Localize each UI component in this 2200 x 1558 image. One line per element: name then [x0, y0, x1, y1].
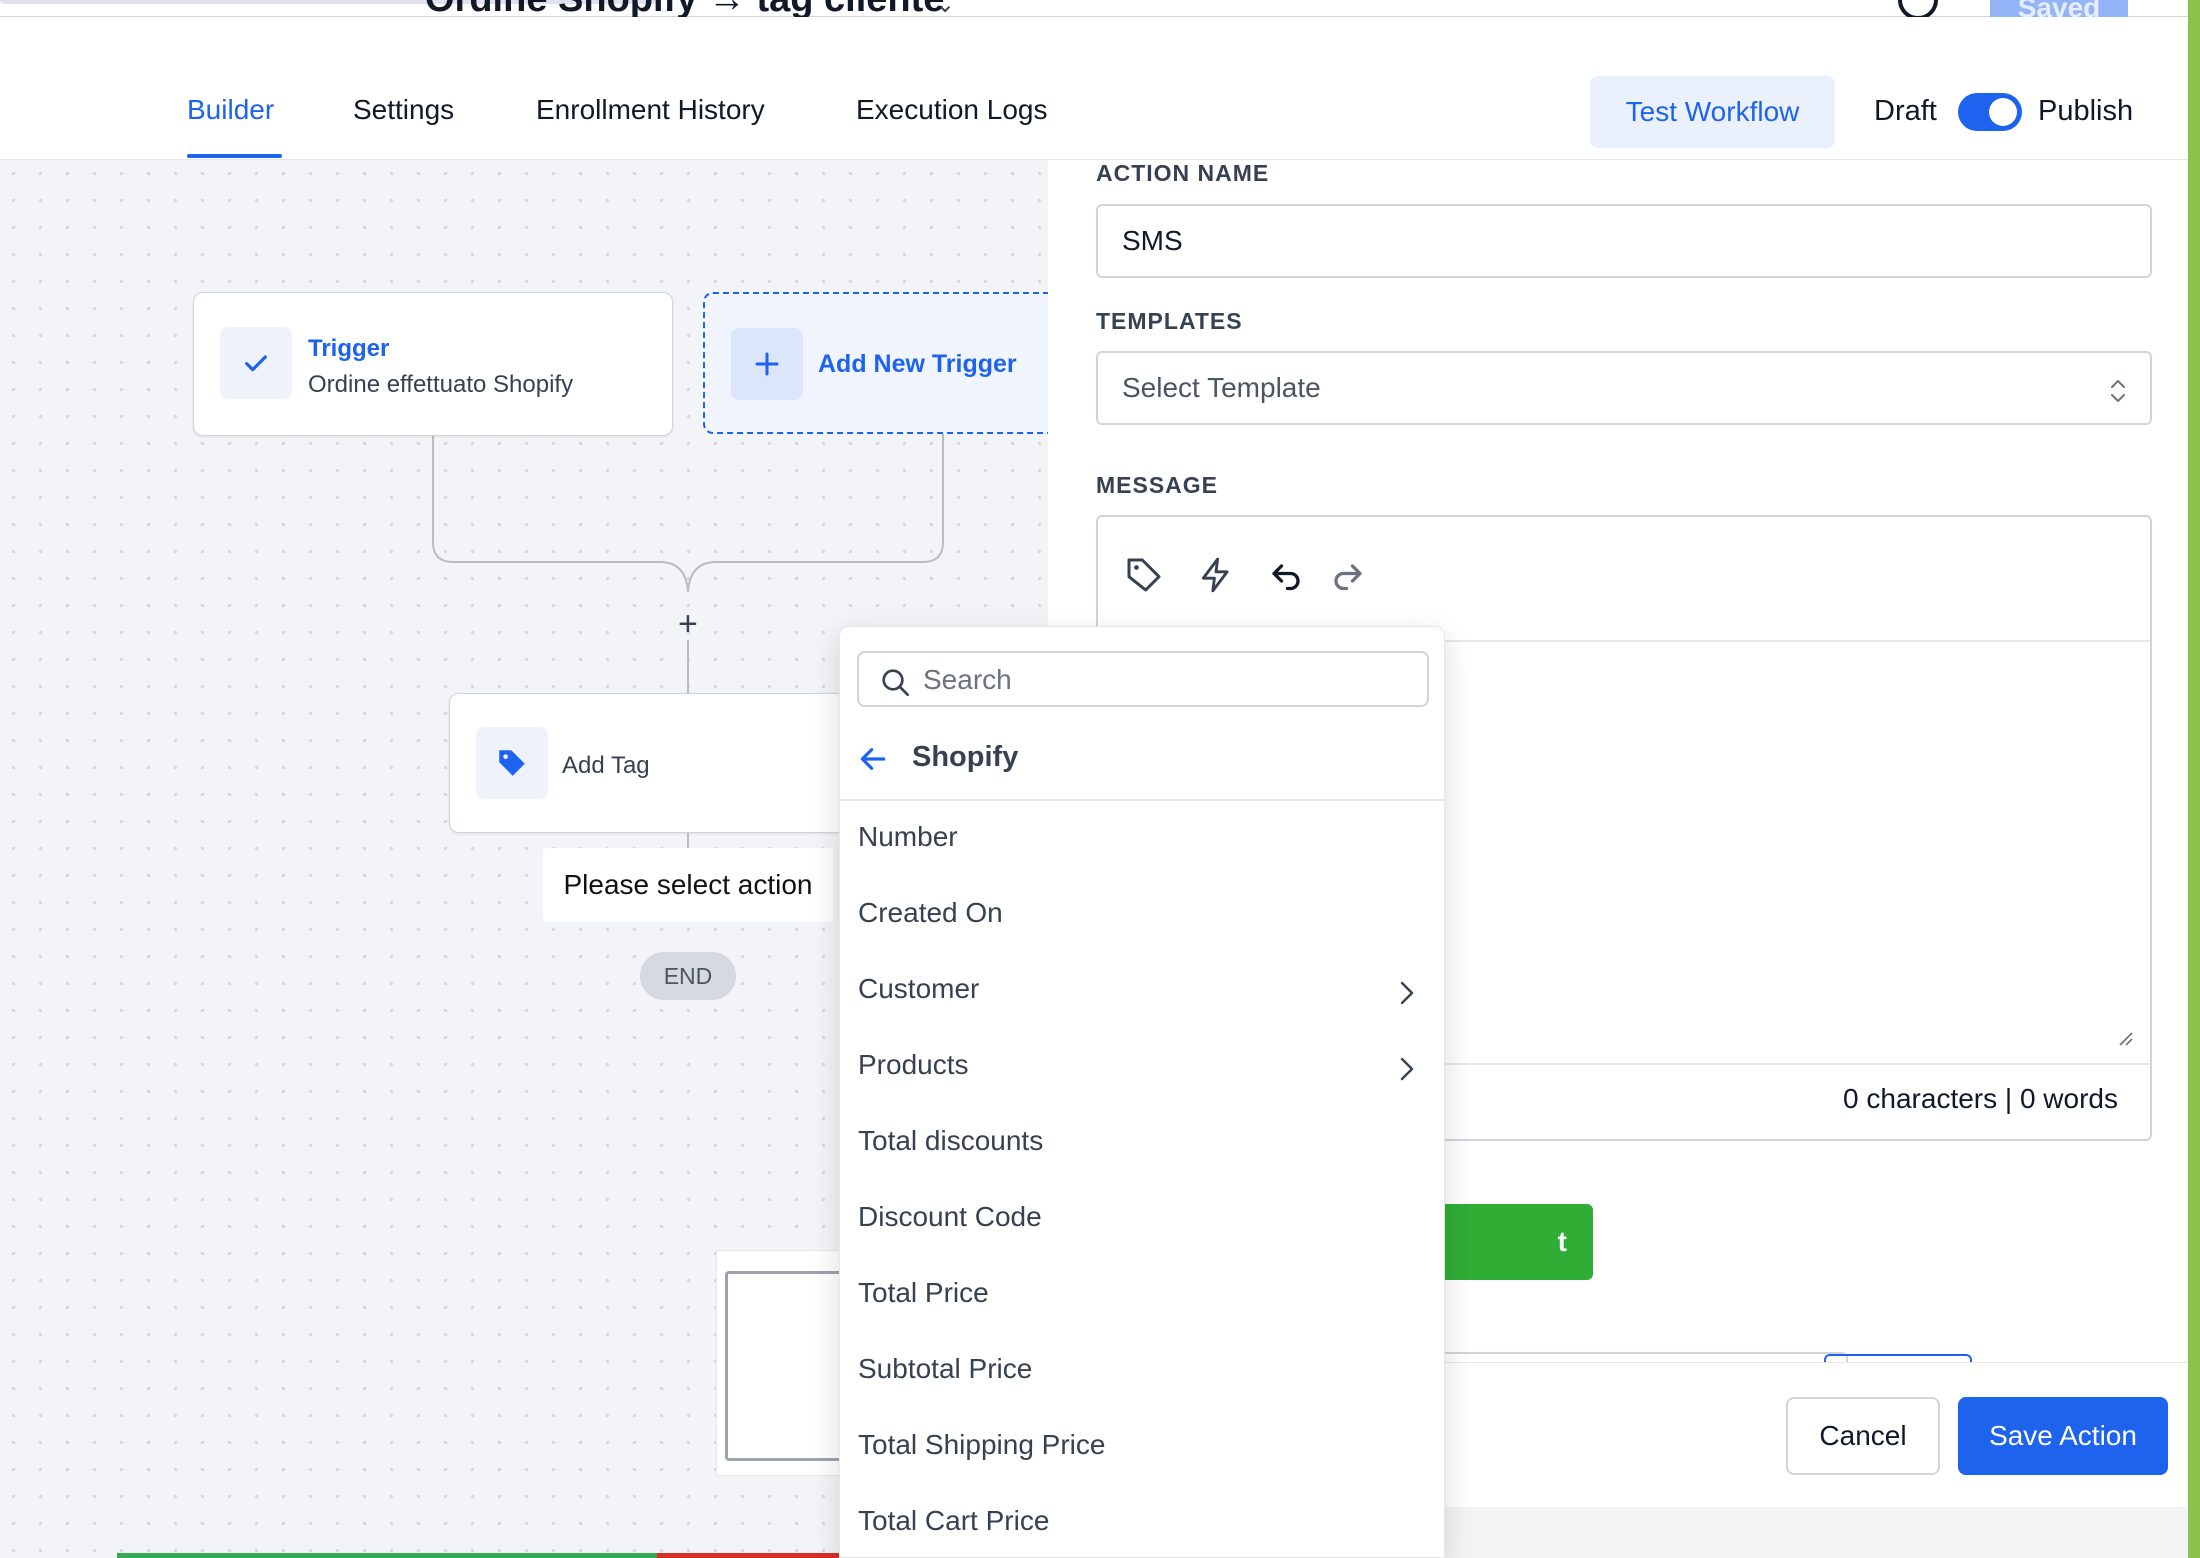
chevron-down-icon[interactable]: ⌄ [935, 0, 956, 18]
dropdown-item-discount-code[interactable]: Discount Code [840, 1181, 1444, 1257]
message-label: MESSAGE [1096, 472, 1219, 498]
character-counter: 0 characters | 0 words [1843, 1083, 2118, 1114]
templates-label: TEMPLATES [1096, 308, 1243, 334]
workflow-title[interactable]: Ordine Shopify → tag cliente [425, 0, 944, 21]
active-tab-indicator [187, 154, 282, 158]
dropdown-item-label: Customer [858, 973, 980, 1004]
add-tag-label: Add Tag [562, 752, 650, 779]
bottom-status-bar-red [657, 1553, 982, 1558]
dropdown-item-products[interactable]: Products [840, 1029, 1444, 1105]
test-workflow-button[interactable]: Test Workflow [1590, 76, 1835, 148]
trigger-node[interactable]: Trigger Ordine effettuato Shopify [193, 292, 673, 436]
workflow-canvas[interactable]: Trigger Ordine effettuato Shopify Add Ne… [0, 160, 1063, 1558]
dropdown-item-label: Total discounts [858, 1125, 1044, 1156]
dropdown-item-label: Products [858, 1049, 969, 1080]
dropdown-item-label: Subtotal Price [858, 1353, 1033, 1384]
tag-icon[interactable] [1120, 551, 1168, 599]
add-tag-node[interactable]: Add Tag [449, 693, 869, 833]
tab-execution-logs[interactable]: Execution Logs [856, 94, 1048, 125]
arrow-left-icon[interactable] [857, 743, 889, 775]
lightning-icon[interactable] [1192, 551, 1240, 599]
action-name-label: ACTION NAME [1096, 160, 1270, 186]
end-node: END [640, 952, 736, 1000]
resize-handle-icon[interactable] [2116, 1029, 2134, 1047]
dropdown-item-label: Discount Code [858, 1201, 1042, 1232]
cancel-button[interactable]: Cancel [1786, 1397, 1940, 1475]
bottom-status-bar-green [117, 1553, 657, 1558]
add-step-button[interactable]: + [678, 605, 698, 643]
workflow-nav: Builder Settings Enrollment History Exec… [0, 17, 2188, 160]
templates-select[interactable]: Select Template [1096, 351, 2152, 425]
dropdown-item-created-on[interactable]: Created On [840, 877, 1444, 953]
dropdown-item-label: Created On [858, 897, 1003, 928]
tag-icon [476, 727, 548, 799]
dropdown-item-customer[interactable]: Customer [840, 953, 1444, 1029]
publish-label: Publish [2038, 95, 2134, 127]
dropdown-item-total-price[interactable]: Total Price [840, 1257, 1444, 1333]
dropdown-item-total-cart-price[interactable]: Total Cart Price [840, 1485, 1444, 1557]
top-header: Ordine Shopify → tag cliente ⌄ Saved [0, 0, 2188, 48]
trigger-subtitle: Ordine effettuato Shopify [308, 371, 574, 398]
dropdown-item-total-shipping-price[interactable]: Total Shipping Price [840, 1409, 1444, 1485]
select-action-placeholder[interactable]: Please select action [543, 848, 833, 922]
dropdown-back-row[interactable]: Shopify [857, 737, 1429, 781]
add-new-trigger-button[interactable]: Add New Trigger [703, 292, 1063, 434]
dropdown-item-label: Total Cart Price [858, 1505, 1050, 1536]
draft-label: Draft [1874, 95, 1937, 127]
toggle-knob [1989, 98, 2017, 126]
top-loading-bar [0, 0, 660, 4]
tab-settings[interactable]: Settings [353, 94, 455, 125]
dropdown-category-title: Shopify [912, 741, 1019, 773]
dropdown-item-label: Total Price [858, 1277, 989, 1308]
undo-icon[interactable] [1262, 551, 1310, 599]
dropdown-item-number[interactable]: Number [840, 801, 1444, 877]
save-action-button[interactable]: Save Action [1958, 1397, 2168, 1475]
add-new-trigger-label: Add New Trigger [818, 350, 1017, 378]
check-icon [220, 327, 292, 399]
dropdown-item-label: Total Shipping Price [858, 1429, 1106, 1460]
tab-builder[interactable]: Builder [187, 94, 275, 125]
action-name-input[interactable]: SMS [1096, 204, 2152, 278]
dropdown-item-label: Number [858, 821, 958, 852]
custom-values-dropdown: Shopify Number Created On Customer Produ… [839, 626, 1445, 1558]
tab-enrollment-history[interactable]: Enrollment History [536, 94, 765, 125]
dropdown-item-total-discounts[interactable]: Total discounts [840, 1105, 1444, 1181]
chevron-right-icon [1400, 981, 1414, 1005]
message-toolbar [1098, 517, 2150, 642]
search-input[interactable] [923, 661, 1403, 699]
green-button-label: t [1557, 1226, 1567, 1257]
select-arrows-icon [2111, 380, 2125, 402]
dropdown-item-subtotal-price[interactable]: Subtotal Price [840, 1333, 1444, 1409]
templates-placeholder: Select Template [1122, 372, 1321, 403]
chevron-right-icon [1400, 1057, 1414, 1081]
workflow-connectors [432, 434, 944, 848]
minimap-viewport [725, 1271, 849, 1461]
plus-icon [731, 328, 803, 400]
partial-button[interactable] [1824, 1354, 1972, 1366]
publish-toggle[interactable] [1958, 93, 2022, 131]
dropdown-divider [840, 799, 1444, 801]
dropdown-search[interactable] [857, 651, 1429, 707]
redo-icon[interactable] [1324, 551, 1372, 599]
window-edge [2188, 0, 2200, 1558]
message-counter-row: 0 characters | 0 words [1098, 1063, 2150, 1139]
search-icon [882, 669, 909, 696]
trigger-title: Trigger [308, 335, 390, 362]
canvas-minimap[interactable] [716, 1250, 856, 1476]
